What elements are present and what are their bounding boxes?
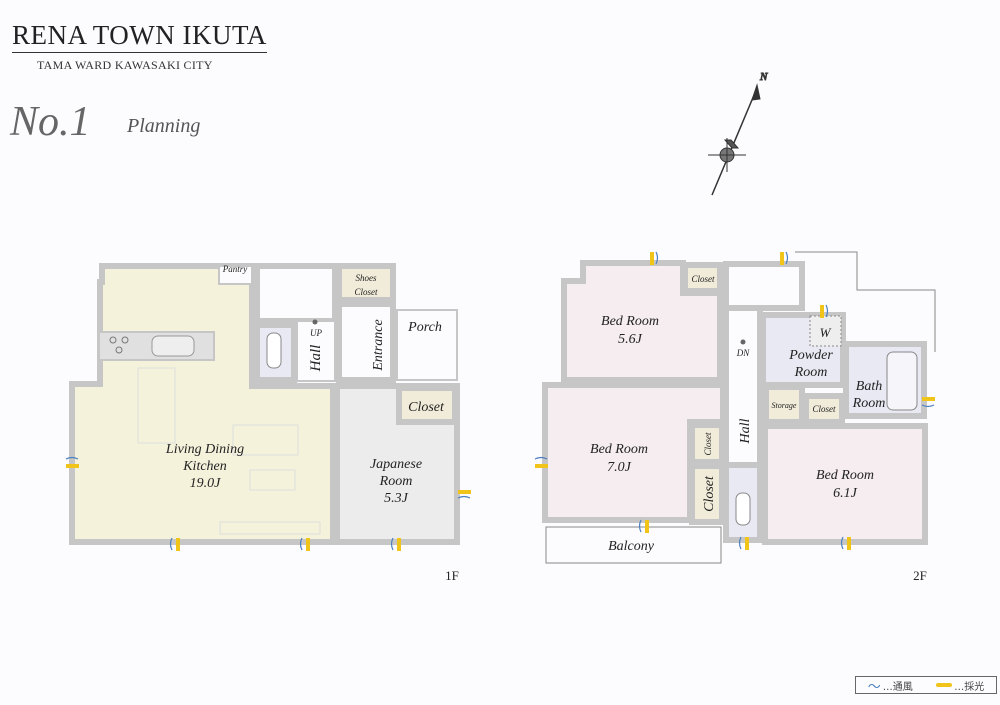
legend: 〜…通風 …採光 xyxy=(855,676,997,695)
closet-2f-a-label: Closet xyxy=(691,274,715,284)
floor-2-labels: Closet Bed Room 5.6J DN W Powder Room Ba… xyxy=(590,274,927,583)
pantry xyxy=(218,265,253,285)
stove-icon xyxy=(109,336,129,354)
roof-outline xyxy=(795,251,936,352)
powder-label-1: Powder xyxy=(788,348,833,363)
stairs-1f xyxy=(254,263,338,324)
ldk-label-2: Kitchen xyxy=(182,459,227,474)
legend-ventilation: 〜…通風 xyxy=(868,676,913,695)
compass-icon: N xyxy=(708,71,769,196)
ldk-label-1: Living Dining xyxy=(165,442,244,457)
floor-1-labels: Pantry Shoes Closet UP Hall Entrance Por… xyxy=(165,264,459,583)
washer-area xyxy=(809,315,842,347)
porch xyxy=(396,309,458,381)
bedroom-6-1j-size: 6.1J xyxy=(833,486,858,501)
hall-1f xyxy=(296,320,336,382)
toilet-icon xyxy=(266,332,282,369)
window-markers xyxy=(65,251,935,551)
closet-2f-b xyxy=(803,393,845,425)
entrance-label: Entrance xyxy=(371,319,386,371)
w-label: W xyxy=(820,325,832,340)
powder-label-2: Room xyxy=(794,365,828,380)
closet-2f-b-label: Closet xyxy=(812,404,836,414)
plan-word: Planning xyxy=(127,115,201,137)
up-label: UP xyxy=(310,328,322,338)
hall-2f-label: Hall xyxy=(738,418,753,444)
japanese-label-2: Room xyxy=(379,474,413,489)
brand-subtitle: TAMA WARD KAWASAKI CITY xyxy=(37,58,213,72)
legend-ventilation-label: …通風 xyxy=(882,681,913,693)
entrance xyxy=(336,301,396,383)
japanese-size: 5.3J xyxy=(384,491,409,506)
floor-2 xyxy=(542,251,936,564)
closet-2f-d-label: Closet xyxy=(702,475,717,512)
bedroom-5-6j-size: 5.6J xyxy=(618,332,643,347)
closet-2f-a xyxy=(682,262,723,294)
floor-1-label: 1F xyxy=(445,568,459,583)
floor-1 xyxy=(69,263,460,545)
light-bar-icon xyxy=(936,683,953,687)
hall-1f-label: Hall xyxy=(308,345,324,373)
bath-label-2: Room xyxy=(852,396,886,411)
pantry-label: Pantry xyxy=(222,264,248,274)
closet-2f-c-label: Closet xyxy=(703,432,713,456)
bedroom-7-0j-label: Bed Room xyxy=(590,442,648,457)
shoes-closet xyxy=(336,263,396,303)
storage xyxy=(763,384,805,425)
legend-lighting: …採光 xyxy=(936,678,984,693)
storage-label: Storage xyxy=(772,401,797,410)
plan-number: No.1 xyxy=(10,99,91,145)
legend-lighting-label: …採光 xyxy=(954,681,985,693)
wave-icon: 〜 xyxy=(867,679,881,695)
porch-label: Porch xyxy=(407,320,442,335)
ventilation-marker-icon xyxy=(65,251,935,551)
floor-2-label: 2F xyxy=(913,568,927,583)
bedroom-7-0j-size: 7.0J xyxy=(607,460,632,475)
ldk-size: 19.0J xyxy=(190,476,222,491)
bedroom-6-1j xyxy=(762,423,928,545)
bedroom-5-6j-label: Bed Room xyxy=(601,314,659,329)
balcony-label: Balcony xyxy=(608,539,655,554)
brand-title: RENA TOWN IKUTA xyxy=(12,20,267,53)
closet-2f-d xyxy=(689,463,725,525)
closet-1f xyxy=(396,385,458,425)
shoes-closet-label-2: Closet xyxy=(354,287,378,297)
balcony xyxy=(545,526,722,564)
dining-table-icon xyxy=(137,367,321,535)
japanese-label-1: Japanese xyxy=(370,457,422,472)
dn-label: DN xyxy=(736,348,750,358)
bath-label-1: Bath xyxy=(856,379,882,394)
stairs-2f xyxy=(723,261,805,311)
shoes-closet-label-1: Shoes xyxy=(356,273,377,283)
toilet-2f-icon xyxy=(735,492,751,526)
bedroom-6-1j-label: Bed Room xyxy=(816,468,874,483)
brand: RENA TOWN IKUTA TAMA WARD KAWASAKI CITY xyxy=(12,20,267,73)
sink-icon xyxy=(151,335,195,357)
lighting-marker-icon xyxy=(66,252,935,551)
bathtub-icon xyxy=(886,351,918,411)
closet-1f-label: Closet xyxy=(408,400,445,415)
north-label: N xyxy=(759,71,768,83)
closet-2f-c xyxy=(689,422,725,465)
